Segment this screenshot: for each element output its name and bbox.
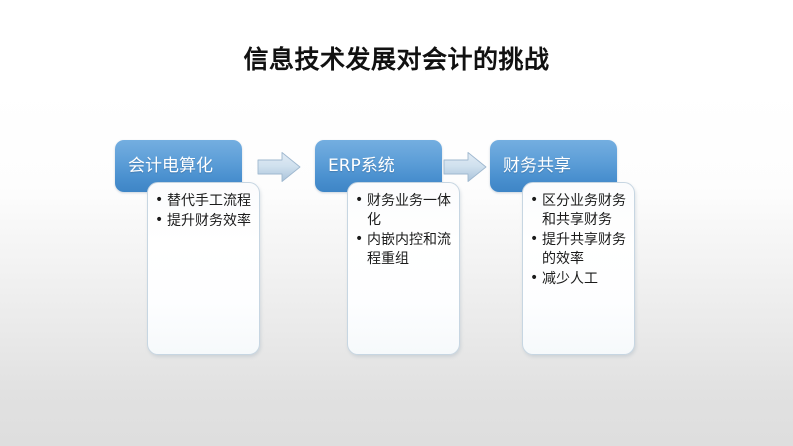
stage-3-body: 区分业务财务和共享财务 提升共享财务的效率 减少人工 bbox=[522, 182, 635, 355]
list-item: 内嵌内控和流程重组 bbox=[352, 230, 453, 269]
stage-2-bullet-list: 财务业务一体化 内嵌内控和流程重组 bbox=[348, 183, 459, 269]
stage-3-header-label: 财务共享 bbox=[503, 156, 571, 176]
list-item: 减少人工 bbox=[527, 269, 628, 289]
list-item: 区分业务财务和共享财务 bbox=[527, 191, 628, 230]
list-item: 提升共享财务的效率 bbox=[527, 230, 628, 269]
right-arrow-icon bbox=[443, 151, 487, 183]
list-item: 替代手工流程 bbox=[152, 191, 253, 211]
stage-1-header-label: 会计电算化 bbox=[128, 156, 213, 176]
stage-3-bullet-list: 区分业务财务和共享财务 提升共享财务的效率 减少人工 bbox=[523, 183, 634, 289]
stage-3-header[interactable]: 财务共享 bbox=[490, 140, 617, 192]
list-item: 提升财务效率 bbox=[152, 211, 253, 231]
right-arrow-icon bbox=[257, 151, 301, 183]
stage-2-header-label: ERP系统 bbox=[328, 156, 395, 176]
stage-1-body: 替代手工流程 提升财务效率 bbox=[147, 182, 260, 355]
stage-1-bullet-list: 替代手工流程 提升财务效率 bbox=[148, 183, 259, 231]
list-item: 财务业务一体化 bbox=[352, 191, 453, 230]
page-title: 信息技术发展对会计的挑战 bbox=[243, 45, 550, 74]
stage-2-body: 财务业务一体化 内嵌内控和流程重组 bbox=[347, 182, 460, 355]
